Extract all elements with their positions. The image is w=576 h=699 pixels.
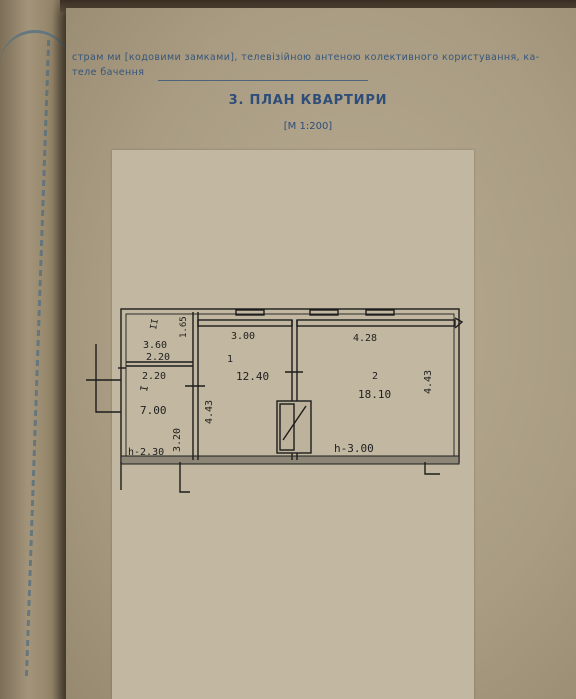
room2-number: 2 (372, 371, 378, 382)
left-room-area: 7.00 (140, 404, 167, 417)
room1-area: 12.40 (236, 370, 269, 383)
room2-area: 18.10 (358, 388, 391, 401)
small-room-number: II (149, 318, 161, 330)
header-text-line-1: страм ми [кодовими замками], телевізійно… (72, 52, 540, 63)
room1-number: 1 (227, 354, 233, 365)
left-room-dim-top: 2.20 (142, 371, 166, 382)
bottom-stub-right (424, 462, 440, 475)
window-room1 (235, 309, 265, 316)
room1-dim-top: 3.00 (231, 331, 255, 342)
room2-dim-top: 4.28 (353, 333, 377, 344)
stove-inner (279, 403, 295, 451)
left-facing-page (0, 0, 70, 699)
room2-height: h-3.00 (334, 442, 374, 455)
bottom-wall-hatch (120, 455, 460, 465)
small-room-dim-bottom: 2.20 (146, 352, 170, 363)
section-title: 3. ПЛАН КВАРТИРИ (228, 93, 388, 108)
section-scale: [М 1:200] (283, 121, 333, 132)
room1-top-wall (197, 319, 293, 327)
left-room-number: I (139, 385, 151, 393)
stove-diagonal (282, 405, 307, 441)
window-room2-a (309, 309, 339, 316)
window-room2-b (365, 309, 395, 316)
entry-door-frame (95, 344, 121, 413)
small-room-dim-side: 1.65 (179, 316, 189, 338)
left-room-dim-side: 3.20 (172, 428, 183, 452)
room2-dim-side: 4.43 (423, 370, 434, 394)
room1-dim-side: 4.43 (204, 400, 215, 424)
header-fill-line (158, 80, 368, 81)
left-room-height: h-2.30 (128, 447, 164, 458)
bottom-stub-left (179, 462, 190, 493)
small-room-area: 3.60 (143, 340, 167, 351)
header-text-line-2: теле бачення (72, 67, 145, 78)
left-page-edge-mark (0, 30, 70, 93)
room2-top-wall (296, 319, 456, 327)
right-wall-break (454, 317, 464, 329)
